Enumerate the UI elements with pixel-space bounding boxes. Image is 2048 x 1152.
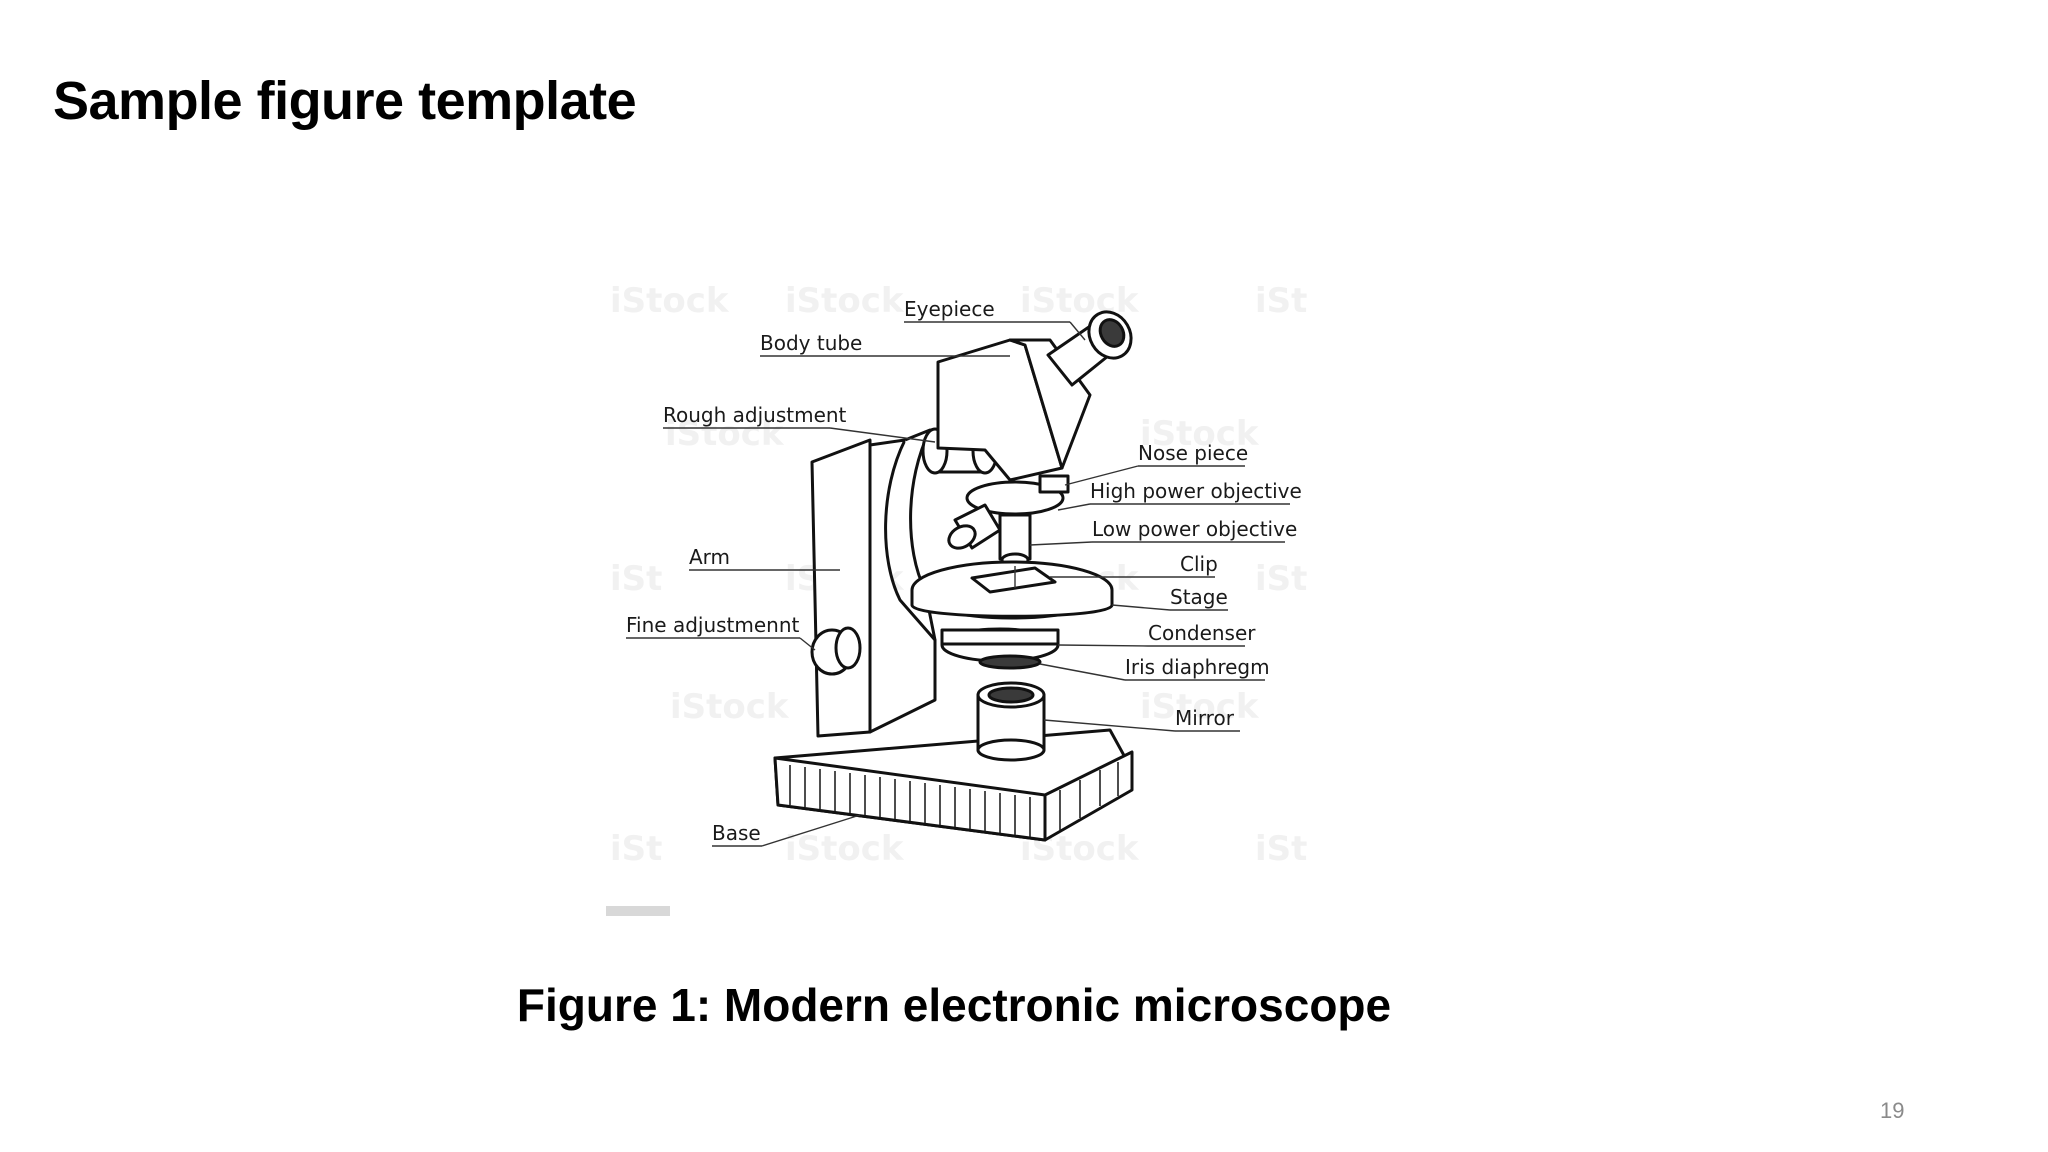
label-base: Base bbox=[712, 821, 761, 845]
label-mirror: Mirror bbox=[1175, 706, 1235, 730]
svg-text:iSt: iSt bbox=[1255, 559, 1307, 599]
nose-piece bbox=[965, 474, 1070, 516]
low-power-objective bbox=[998, 513, 1032, 568]
label-eyepiece: Eyepiece bbox=[904, 297, 995, 321]
label-iris-diaphragm: Iris diaphregm bbox=[1125, 655, 1270, 679]
diagram-labels: Eyepiece Body tube Rough adjustment Nose… bbox=[626, 297, 1302, 847]
svg-text:iStock: iStock bbox=[670, 687, 790, 727]
svg-text:iStock: iStock bbox=[1140, 687, 1260, 727]
svg-text:iSt: iSt bbox=[1255, 281, 1307, 321]
label-low-power-objective: Low power objective bbox=[1092, 517, 1297, 541]
svg-text:iStock: iStock bbox=[785, 281, 905, 321]
svg-text:iSt: iSt bbox=[610, 559, 662, 599]
label-high-power-objective: High power objective bbox=[1090, 479, 1302, 503]
mirror bbox=[976, 681, 1046, 762]
iris-diaphragm bbox=[978, 654, 1042, 670]
figure-caption: Figure 1: Modern electronic microscope bbox=[516, 979, 1392, 1031]
page-number: 19 bbox=[1880, 1098, 1905, 1123]
slide-title: Sample figure template bbox=[53, 71, 637, 131]
label-stage: Stage bbox=[1170, 585, 1228, 609]
svg-text:iSt: iSt bbox=[1255, 829, 1307, 869]
label-rough-adjustment: Rough adjustment bbox=[663, 403, 847, 427]
svg-text:iStock: iStock bbox=[785, 829, 905, 869]
label-body-tube: Body tube bbox=[760, 331, 862, 355]
svg-text:iStock: iStock bbox=[610, 281, 730, 321]
label-clip: Clip bbox=[1180, 552, 1218, 576]
svg-text:iStock: iStock bbox=[665, 414, 785, 454]
label-arm: Arm bbox=[689, 545, 730, 569]
watermark-pattern: iStock iStock iStock iSt iStock iStock iSt i… bbox=[606, 281, 1307, 916]
svg-text:iSt: iSt bbox=[610, 829, 662, 869]
microscope-stage bbox=[910, 560, 1114, 620]
label-nose-piece: Nose piece bbox=[1138, 441, 1248, 465]
label-fine-adjustment: Fine adjustmennt bbox=[626, 613, 800, 637]
svg-text:iStock: iStock bbox=[1020, 281, 1140, 321]
svg-text:iStock: iStock bbox=[1140, 414, 1260, 454]
microscope-base bbox=[773, 728, 1134, 842]
fine-adjustment-knob bbox=[810, 626, 862, 676]
eyepiece bbox=[1046, 310, 1133, 387]
label-condenser: Condenser bbox=[1148, 621, 1256, 645]
